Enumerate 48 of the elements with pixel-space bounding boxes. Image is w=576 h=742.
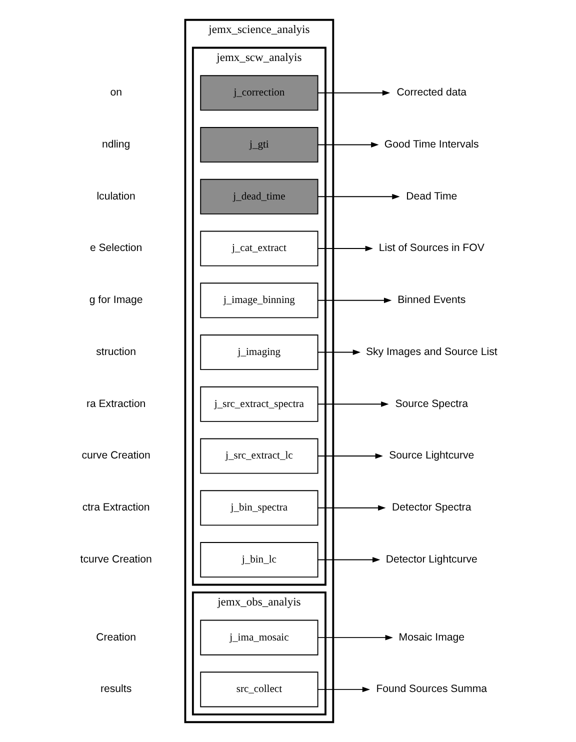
- arrow: [316, 194, 400, 200]
- node-text: Detector Lightcurve: [385, 553, 477, 566]
- label: curve Creation: [81, 450, 150, 462]
- node-box: j_image_binning: [200, 282, 318, 318]
- node-box: j_src_extract_spectra: [200, 386, 318, 422]
- node-text: Source Spectra: [394, 398, 468, 410]
- node-box: j_bin_spectra: [200, 490, 318, 526]
- arrow: [316, 401, 388, 407]
- label: tcurve Creation: [80, 553, 152, 566]
- node-box: j_dead_time: [200, 178, 318, 214]
- arrow: [316, 557, 380, 562]
- node-box: j_imaging: [200, 334, 318, 370]
- node-box: j_src_extract_lc: [200, 438, 318, 474]
- arrow: [316, 686, 370, 692]
- label: struction: [96, 346, 136, 358]
- label: e Selection: [89, 242, 142, 254]
- node-text: Sky Images and Source List: [365, 346, 497, 358]
- arrow: [316, 246, 372, 252]
- label: on: [110, 86, 122, 99]
- node-text: Good Time Intervals: [384, 138, 478, 150]
- arrow: [316, 90, 390, 96]
- node-text: Mosaic Image: [398, 631, 464, 644]
- node-text: Found Sources Summa: [376, 683, 487, 696]
- label: Creation: [96, 631, 136, 644]
- arrow: [316, 505, 386, 511]
- label: lculation: [96, 190, 135, 202]
- node-box: j_correction: [200, 75, 318, 111]
- label: ctra Extraction: [82, 502, 150, 514]
- node-text: Dead Time: [406, 190, 457, 202]
- node-text: Detector Spectra: [392, 502, 471, 514]
- node-text: Source Lightcurve: [388, 450, 474, 462]
- arrow: [316, 350, 360, 355]
- node-box: j_cat_extract: [200, 230, 318, 266]
- node-box: src_collect: [200, 672, 318, 708]
- label: g for Image: [88, 294, 142, 306]
- arrow: [316, 298, 392, 304]
- label: ndling: [101, 138, 130, 150]
- label: results: [100, 683, 132, 696]
- node-text: List of Sources in FOV: [378, 242, 484, 254]
- node-text: Corrected data: [396, 86, 466, 99]
- node-box: j_bin_lc: [200, 542, 318, 578]
- arrow: [316, 453, 382, 459]
- arrow: [316, 142, 378, 148]
- node-box: j_ima_mosaic: [200, 620, 318, 656]
- arrow: [316, 634, 392, 640]
- label: ra Extraction: [86, 398, 146, 410]
- node-text: Binned Events: [397, 294, 466, 306]
- node-box: j_gti: [200, 127, 318, 163]
